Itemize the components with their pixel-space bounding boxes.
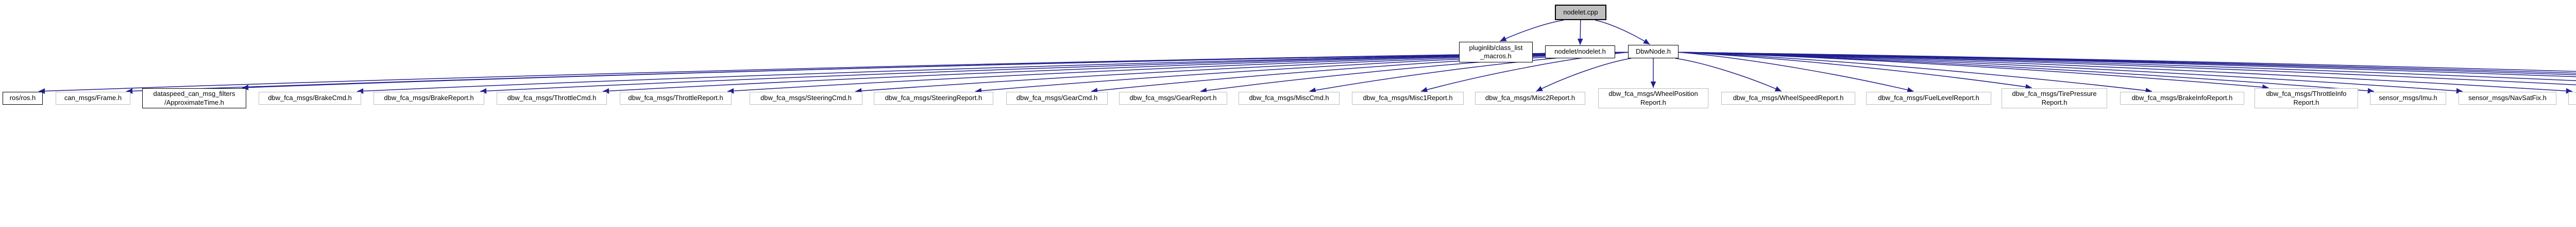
graph-edge-dbwnode_h-joint_state xyxy=(1678,52,2576,86)
graph-edge-dbwnode_h-steering_report xyxy=(975,52,1629,94)
graph-edge-dbwnode_h-wheel_speed_report xyxy=(1675,58,1782,92)
graph-node-class_list_macros[interactable]: pluginlib/class_list _macros.h xyxy=(1459,42,1533,62)
graph-node-dbwnode_h[interactable]: DbwNode.h xyxy=(1628,45,1679,58)
graph-edge-nodelet_cpp-nodelet_h xyxy=(1577,20,1583,45)
graph-node-misc_cmd: dbw_fca_msgs/MiscCmd.h xyxy=(1239,92,1340,105)
graph-edge-dbwnode_h-approx_time xyxy=(242,52,1629,90)
graph-node-brake_info_report: dbw_fca_msgs/BrakeInfoReport.h xyxy=(2120,92,2244,105)
graph-edge-nodelet_cpp-class_list_macros xyxy=(1500,20,1564,42)
graph-edge-nodelet_cpp-dbwnode_h xyxy=(1595,20,1650,45)
graph-node-steering_cmd: dbw_fca_msgs/SteeringCmd.h xyxy=(750,92,862,105)
graph-node-fuel_level_report: dbw_fca_msgs/FuelLevelReport.h xyxy=(1866,92,1991,105)
graph-edge-dbwnode_h-brake_info_report xyxy=(1678,52,2152,93)
graph-node-wheel_speed_report: dbw_fca_msgs/WheelSpeedReport.h xyxy=(1721,92,1855,105)
graph-edge-dbwnode_h-brake_cmd xyxy=(357,52,1629,94)
graph-node-steering_report: dbw_fca_msgs/SteeringReport.h xyxy=(874,92,993,105)
graph-node-throttle_report: dbw_fca_msgs/ThrottleReport.h xyxy=(620,92,732,105)
graph-node-brake_cmd: dbw_fca_msgs/BrakeCmd.h xyxy=(259,92,361,105)
graph-edge-dbwnode_h-imu xyxy=(1678,52,2375,94)
graph-node-nodelet_cpp: nodelet.cpp xyxy=(1555,5,1606,20)
graph-edge-dbwnode_h-navsatfix xyxy=(1678,52,2463,94)
graph-edge-dbwnode_h-empty xyxy=(1678,52,2576,77)
graph-edge-dbwnode_h-twist_stamped xyxy=(1678,52,2576,82)
graph-node-navsatfix: sensor_msgs/NavSatFix.h xyxy=(2459,92,2556,105)
graph-node-ros_h[interactable]: ros/ros.h xyxy=(3,92,43,105)
graph-node-imu: sensor_msgs/Imu.h xyxy=(2370,92,2446,105)
graph-node-can_frame: can_msgs/Frame.h xyxy=(56,92,130,105)
graph-edge-dbwnode_h-misc2_report xyxy=(1536,58,1632,92)
graph-node-misc2_report: dbw_fca_msgs/Misc2Report.h xyxy=(1475,92,1585,105)
graph-node-gear_report: dbw_fca_msgs/GearReport.h xyxy=(1119,92,1227,105)
graph-node-tire_pressure_report: dbw_fca_msgs/TirePressure Report.h xyxy=(2002,88,2107,108)
graph-node-brake_report: dbw_fca_msgs/BrakeReport.h xyxy=(374,92,484,105)
graph-node-misc1_report: dbw_fca_msgs/Misc1Report.h xyxy=(1352,92,1464,105)
graph-node-time_reference: sensor_msgs/TimeReference.h xyxy=(2568,92,2576,105)
graph-edge-dbwnode_h-time_reference xyxy=(1678,52,2573,94)
graph-edge-dbwnode_h-fuel_level_report xyxy=(1678,52,1914,93)
graph-node-nodelet_h[interactable]: nodelet/nodelet.h xyxy=(1545,45,1615,58)
graph-node-approx_time[interactable]: dataspeed_can_msg_filters /ApproximateTi… xyxy=(142,88,246,108)
graph-node-throttle_info_report: dbw_fca_msgs/ThrottleInfo Report.h xyxy=(2255,88,2358,108)
graph-node-wheel_position_report: dbw_fca_msgs/WheelPosition Report.h xyxy=(1598,88,1708,108)
graph-edge-dbwnode_h-platform_map xyxy=(1678,52,2576,72)
graph-edge-dbwnode_h-tire_pressure_report xyxy=(1678,52,2032,90)
graph-node-throttle_cmd: dbw_fca_msgs/ThrottleCmd.h xyxy=(497,92,607,105)
graph-node-gear_cmd: dbw_fca_msgs/GearCmd.h xyxy=(1006,92,1108,105)
